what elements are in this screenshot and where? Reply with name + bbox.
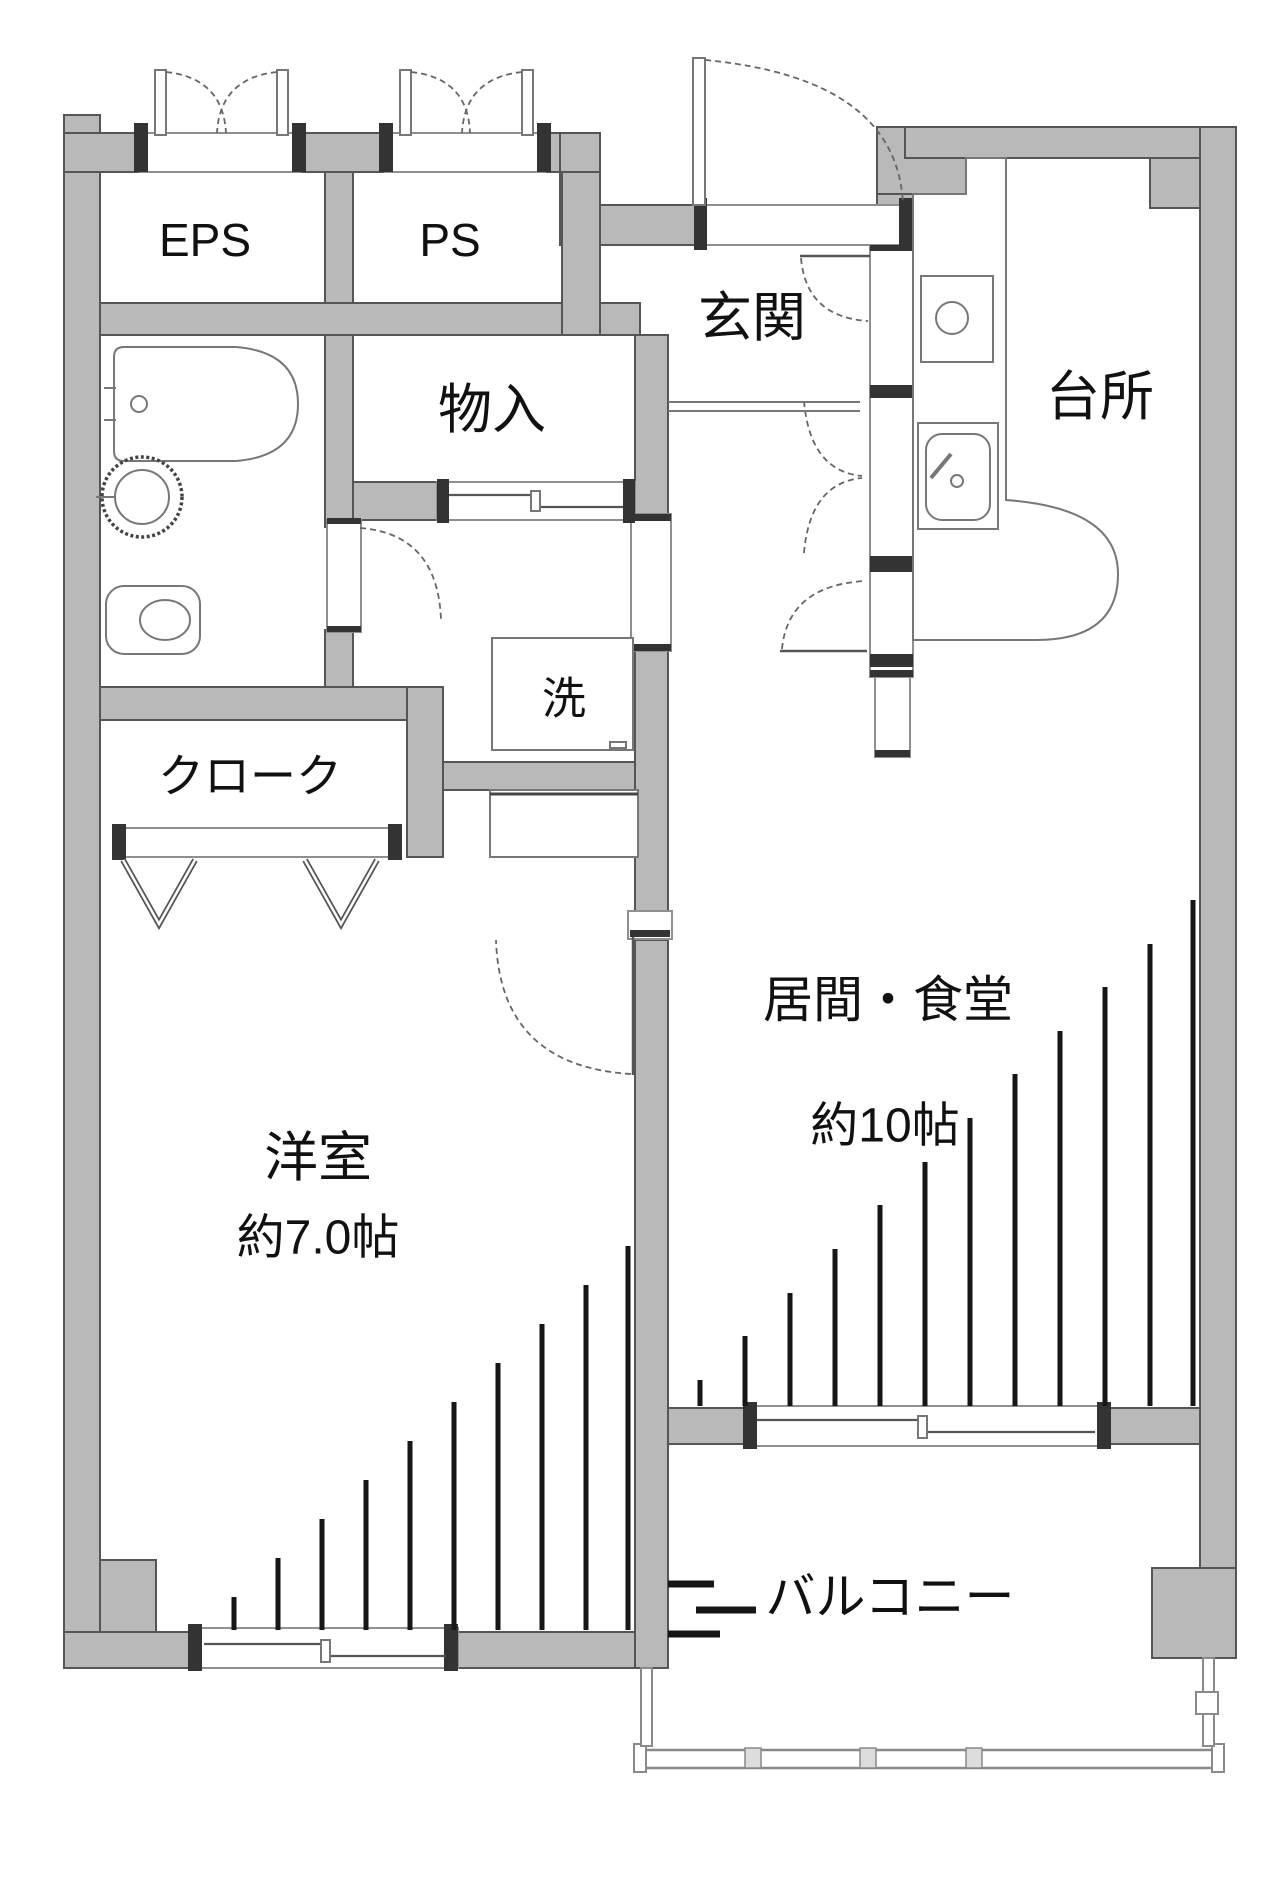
ps-double-door-icon (399, 69, 534, 136)
hall-partition-doors (780, 254, 870, 653)
balcony-railing (633, 1657, 1225, 1773)
label-western-room: 洋室 (264, 1128, 372, 1188)
cloak-door-sill (114, 827, 401, 858)
bathtub-icon (113, 346, 300, 462)
stove-icon (920, 275, 994, 363)
label-genkan: 玄関 (698, 288, 806, 348)
bathtub-faucet-icon (130, 395, 148, 413)
kitchen-fixtures (912, 157, 1120, 641)
sliding-windows (204, 490, 1095, 1663)
floor-hatch-living (697, 900, 1196, 1406)
ps-door-sill (384, 132, 546, 173)
bathroom-door-arc (359, 527, 442, 621)
floor-hatch-western-room (231, 1246, 631, 1630)
hall-kitchen-partition (869, 244, 914, 678)
walls (63, 114, 1237, 1669)
door-frame-caps (112, 123, 1111, 1671)
toilet-icon (105, 585, 201, 655)
label-ps: PS (419, 214, 480, 266)
doors (120, 57, 904, 1075)
room-labels: EPS PS 玄関 台所 物入 洗 クローク 洋室 約7.0帖 居間・食堂 約1… (158, 214, 1154, 1625)
western-room-closet (489, 789, 639, 858)
hallway-opening-frame (630, 513, 672, 652)
cloak-bifold-door-icon (120, 858, 380, 931)
label-western-room-area: 約7.0帖 (237, 1212, 400, 1265)
label-balcony: バルコニー (766, 1569, 1015, 1625)
entrance-door-icon (692, 57, 904, 206)
washing-machine-space (491, 637, 634, 751)
eps-door-sill (139, 132, 301, 173)
label-living-dining: 居間・食堂 (763, 972, 1013, 1028)
laundry-area (491, 637, 634, 751)
label-eps: EPS (159, 214, 251, 266)
bathroom-door-frame (326, 519, 362, 633)
wash-basin-icon (100, 455, 184, 539)
entrance-step-line (668, 401, 860, 412)
eps-double-door-icon (154, 69, 289, 136)
partition-stub (874, 676, 911, 758)
floor-hatch-balcony (668, 1580, 756, 1638)
western-room-door-icon (495, 937, 635, 1075)
label-living-dining-area: 約10帖 (810, 1100, 959, 1153)
label-kitchen: 台所 (1046, 367, 1154, 427)
bathroom-fixtures (96, 346, 300, 655)
label-cloak: クローク (158, 750, 342, 802)
label-storage: 物入 (438, 380, 546, 440)
entrance-door-sill (699, 204, 906, 246)
label-laundry: 洗 (542, 675, 586, 724)
